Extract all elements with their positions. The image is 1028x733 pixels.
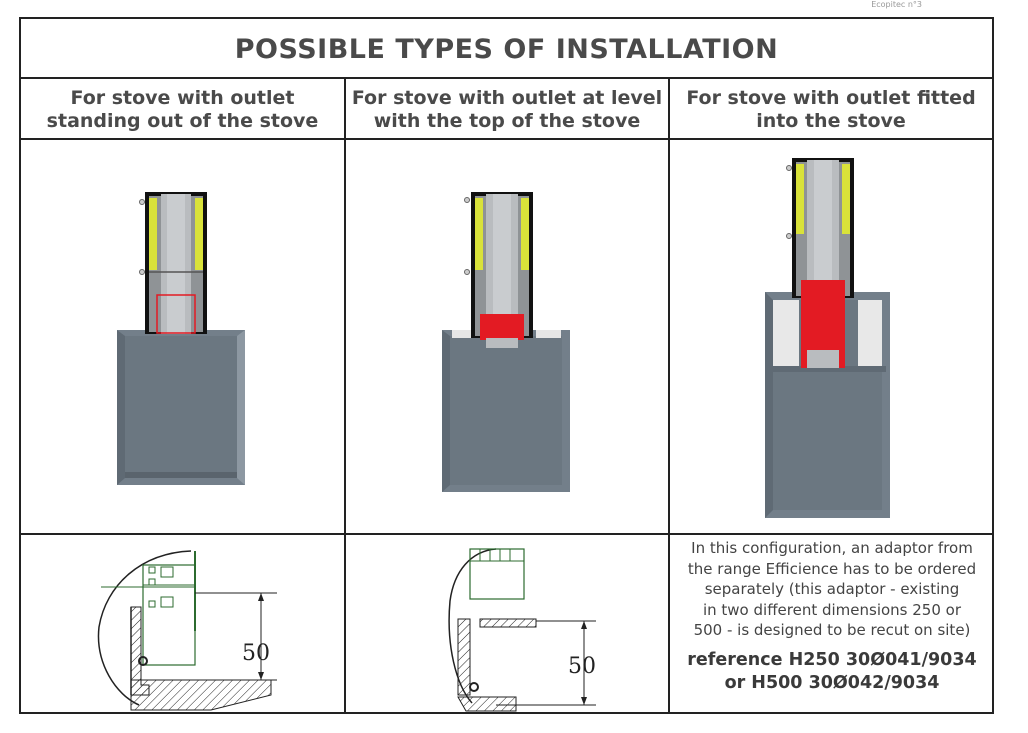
reference-line: reference H250 30Ø041/9034	[687, 649, 977, 670]
illustration-outlet-at-level	[442, 192, 570, 492]
divider	[21, 533, 992, 535]
column-header-line: For stove with outlet	[70, 87, 295, 109]
illustration-outlet-fitted-into	[765, 158, 890, 518]
note-line: the range Efficience has to be ordered	[687, 559, 977, 578]
divider	[344, 79, 346, 714]
reference-text: reference H250 30Ø041/9034 or H500 30Ø04…	[672, 649, 992, 695]
column-header-line: For stove with outlet at level	[351, 87, 663, 109]
corner-reference-text: Ecopitec n°3	[871, 0, 922, 9]
column-header-line: standing out of the stove	[46, 110, 319, 132]
reference-line: or H500 30Ø042/9034	[724, 672, 940, 693]
column-header-line: with the top of the stove	[373, 110, 641, 132]
divider	[21, 77, 992, 79]
column-header-line: For stove with outlet fitted	[686, 87, 976, 109]
column-header-line: into the stove	[756, 110, 906, 132]
note-line: separately (this adaptor - existing	[704, 580, 960, 598]
page-title: POSSIBLE TYPES OF INSTALLATION	[234, 33, 779, 65]
detail-drawing-2: 50	[448, 548, 596, 712]
note-line: in two different dimensions 250 or	[702, 600, 962, 619]
illustration-outlet-standing-out	[117, 192, 245, 485]
installation-table: POSSIBLE TYPES OF INSTALLATION For stove…	[19, 17, 994, 714]
note-line: 500 - is designed to be recut on site)	[693, 621, 971, 639]
note-line: In this configuration, an adaptor from	[691, 539, 973, 557]
divider	[668, 79, 670, 714]
dimension-label-2: 50	[568, 654, 596, 679]
dimension-label-1: 50	[242, 641, 270, 666]
divider	[21, 138, 992, 140]
detail-drawing-1: 50	[97, 550, 277, 711]
adaptor-note: In this configuration, an adaptor from t…	[672, 538, 992, 695]
